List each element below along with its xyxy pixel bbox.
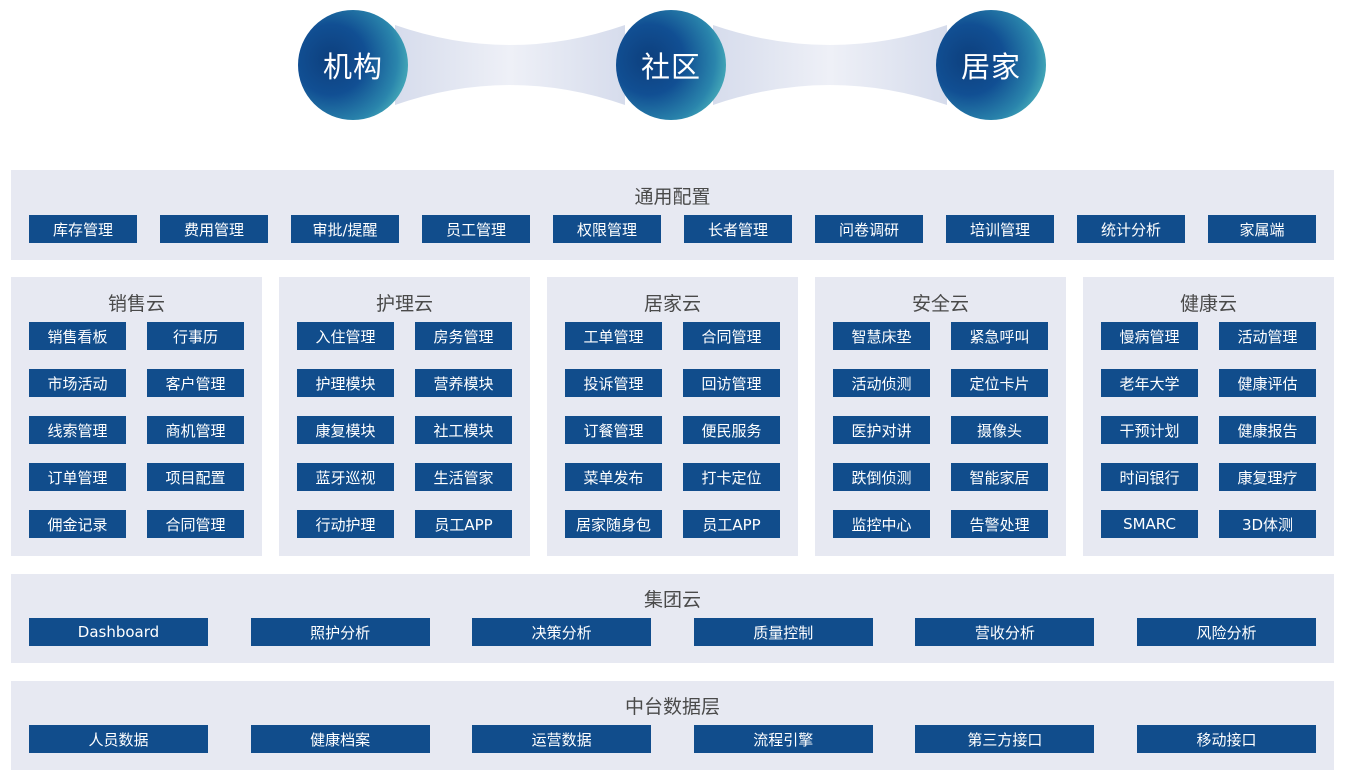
general-config-item[interactable]: 权限管理 [553,215,661,243]
group-cloud-item[interactable]: 风险分析 [1137,618,1316,646]
cloud-item[interactable]: 打卡定位 [683,463,780,491]
cloud-item[interactable]: 活动侦测 [833,369,930,397]
cloud-item[interactable]: 合同管理 [147,510,244,538]
cloud-item[interactable]: 销售看板 [29,322,126,350]
hub-connector-2 [713,25,947,105]
hub-graphic [298,10,1046,120]
cloud-item[interactable]: 合同管理 [683,322,780,350]
cloud-item[interactable]: 时间银行 [1101,463,1198,491]
general-config-item[interactable]: 问卷调研 [815,215,923,243]
cloud-item[interactable]: 康复模块 [297,416,394,444]
data-layer-item[interactable]: 健康档案 [250,725,430,753]
cloud-title: 护理云 [375,293,433,315]
general-config-item[interactable]: 费用管理 [160,215,268,243]
general-config-item[interactable]: 员工管理 [422,215,530,243]
cloud-title: 销售云 [107,293,165,315]
group-cloud-title: 集团云 [643,589,701,611]
cloud-item[interactable]: 摄像头 [951,416,1048,444]
general-config-item[interactable]: 审批/提醒 [291,215,399,243]
general-config-item[interactable]: 家属端 [1208,215,1316,243]
data-layer-item[interactable]: 流程引擎 [693,725,873,753]
cloud-item[interactable]: 员工APP [683,510,780,538]
cloud-item[interactable]: 客户管理 [147,369,244,397]
cloud-item[interactable]: 佣金记录 [29,510,126,538]
group-cloud-item[interactable]: 照护分析 [250,618,430,646]
cloud-item[interactable]: 健康报告 [1219,416,1316,444]
group-cloud-panel: 集团云 Dashboard 照护分析 决策分析 质量控制 营收分析 风险分析 [11,574,1334,663]
cloud-item[interactable]: 智能家居 [951,463,1048,491]
cloud-item[interactable]: 慢病管理 [1101,322,1198,350]
cloud-item[interactable]: 项目配置 [147,463,244,491]
data-layer-item[interactable]: 第三方接口 [915,725,1095,753]
cloud-item[interactable]: 护理模块 [297,369,394,397]
cloud-item[interactable]: 房务管理 [415,322,512,350]
cloud-item[interactable]: 蓝牙巡视 [297,463,394,491]
hub-label-community: 社区 [640,50,701,84]
cloud-item[interactable]: 老年大学 [1101,369,1198,397]
group-cloud-item[interactable]: Dashboard [29,618,208,646]
cloud-item[interactable]: 营养模块 [415,369,512,397]
group-cloud-item[interactable]: 决策分析 [472,618,652,646]
cloud-item[interactable]: 监控中心 [833,510,930,538]
cloud-item[interactable]: 居家随身包 [565,510,662,538]
cloud-item[interactable]: 健康评估 [1219,369,1316,397]
hub-circle-2 [616,10,726,120]
cloud-item[interactable]: 回访管理 [683,369,780,397]
cloud-item[interactable]: 商机管理 [147,416,244,444]
cloud-item[interactable]: 医护对讲 [833,416,930,444]
cloud-item[interactable]: 订单管理 [29,463,126,491]
cloud-panel: 安全云智慧床垫紧急呼叫活动侦测定位卡片医护对讲摄像头跌倒侦测智能家居监控中心告警… [815,277,1066,556]
hub-label-institution: 机构 [322,50,383,84]
cloud-item[interactable]: 智慧床垫 [833,322,930,350]
cloud-item[interactable]: 康复理疗 [1219,463,1316,491]
cloud-item[interactable]: 行动护理 [297,510,394,538]
cloud-item[interactable]: 菜单发布 [565,463,662,491]
general-config-item[interactable]: 培训管理 [946,215,1054,243]
group-cloud-item[interactable]: 质量控制 [693,618,873,646]
data-layer-panel: 中台数据层 人员数据 健康档案 运营数据 流程引擎 第三方接口 移动接口 [11,681,1334,770]
cloud-item[interactable]: 告警处理 [951,510,1048,538]
general-config-item[interactable]: 库存管理 [29,215,137,243]
cloud-title: 居家云 [643,293,701,315]
cloud-item[interactable]: 员工APP [415,510,512,538]
data-layer-item[interactable]: 人员数据 [29,725,208,753]
cloud-panel: 护理云入住管理房务管理护理模块营养模块康复模块社工模块蓝牙巡视生活管家行动护理员… [279,277,530,556]
cloud-item[interactable]: 活动管理 [1219,322,1316,350]
cloud-item[interactable]: 干预计划 [1101,416,1198,444]
cloud-item[interactable]: 市场活动 [29,369,126,397]
cloud-item[interactable]: 订餐管理 [565,416,662,444]
cloud-panel: 居家云工单管理合同管理投诉管理回访管理订餐管理便民服务菜单发布打卡定位居家随身包… [547,277,798,556]
cloud-item[interactable]: 行事历 [147,322,244,350]
general-config-item[interactable]: 统计分析 [1077,215,1185,243]
cloud-item[interactable]: 跌倒侦测 [833,463,930,491]
hub-connector-1 [395,25,625,105]
cloud-title: 安全云 [911,293,969,315]
cloud-item[interactable]: SMARC [1101,510,1198,538]
hub-label-home: 居家 [960,50,1021,84]
general-config-panel: 通用配置 库存管理费用管理审批/提醒员工管理权限管理长者管理问卷调研培训管理统计… [11,170,1334,260]
cloud-item[interactable]: 定位卡片 [951,369,1048,397]
cloud-item[interactable]: 生活管家 [415,463,512,491]
data-layer-title: 中台数据层 [624,696,720,718]
data-layer-item[interactable]: 移动接口 [1137,725,1316,753]
cloud-item[interactable]: 社工模块 [415,416,512,444]
cloud-item[interactable]: 入住管理 [297,322,394,350]
cloud-item[interactable]: 便民服务 [683,416,780,444]
hub-circle-3 [936,10,1046,120]
cloud-item[interactable]: 线索管理 [29,416,126,444]
cloud-panel: 销售云销售看板行事历市场活动客户管理线索管理商机管理订单管理项目配置佣金记录合同… [11,277,262,556]
general-config-item[interactable]: 长者管理 [684,215,792,243]
cloud-item[interactable]: 工单管理 [565,322,662,350]
cloud-panel: 健康云慢病管理活动管理老年大学健康评估干预计划健康报告时间银行康复理疗 SMARC… [1083,277,1334,556]
cloud-title: 健康云 [1179,293,1237,315]
hub-circle-1 [298,10,408,120]
general-config-title: 通用配置 [634,186,711,208]
cloud-item[interactable]: 投诉管理 [565,369,662,397]
data-layer-item[interactable]: 运营数据 [472,725,652,753]
group-cloud-item[interactable]: 营收分析 [915,618,1095,646]
hub-row: 机构 社区 居家 [0,0,1345,135]
cloud-item[interactable]: 紧急呼叫 [951,322,1048,350]
cloud-item[interactable]: 3D体测 [1219,510,1316,538]
